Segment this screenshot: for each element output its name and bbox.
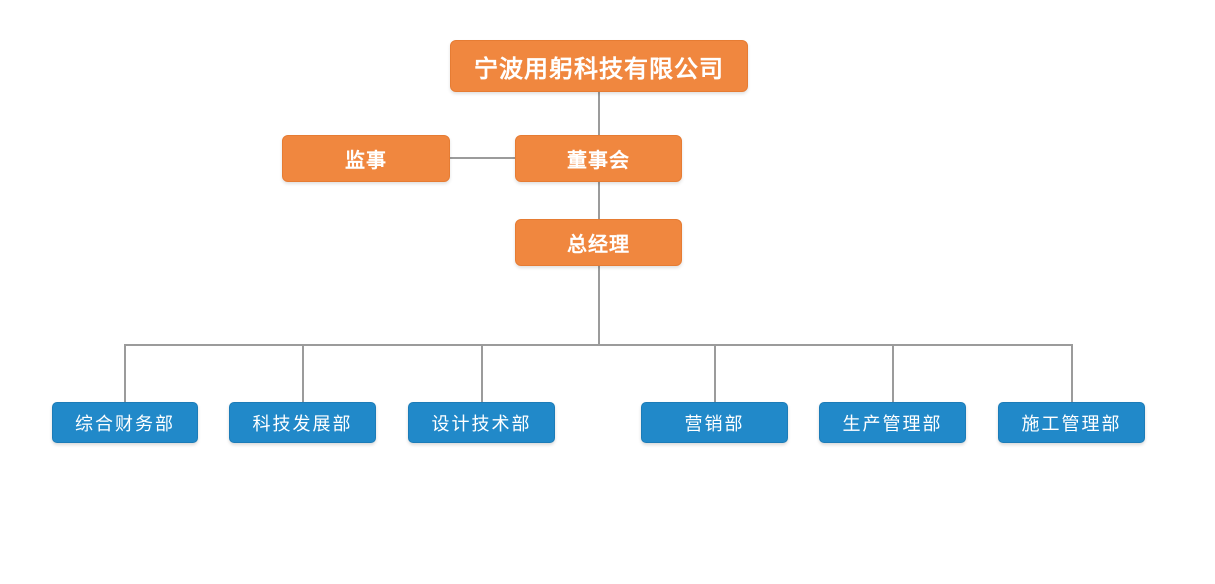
node-supervisor[interactable]: 监事: [282, 135, 450, 182]
node-company[interactable]: 宁波用躬科技有限公司: [450, 40, 748, 92]
node-dept-tech-development[interactable]: 科技发展部: [229, 402, 376, 443]
node-dept-design-technology[interactable]: 设计技术部: [408, 402, 555, 443]
node-dept-marketing[interactable]: 营销部: [641, 402, 788, 443]
node-dept-production-management[interactable]: 生产管理部: [819, 402, 966, 443]
node-dept-construction-management[interactable]: 施工管理部: [998, 402, 1145, 443]
node-general-manager[interactable]: 总经理: [515, 219, 682, 266]
node-board-of-directors[interactable]: 董事会: [515, 135, 682, 182]
node-dept-finance[interactable]: 综合财务部: [52, 402, 198, 443]
